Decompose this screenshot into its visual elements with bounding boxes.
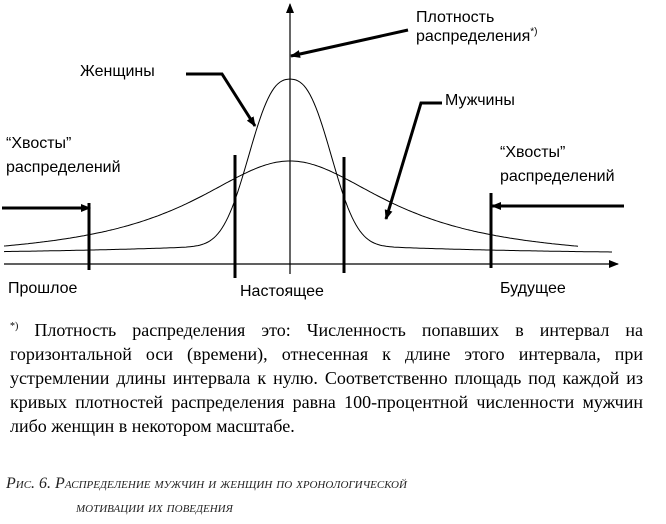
men-curve bbox=[3, 160, 579, 247]
density-footnote-marker: *) bbox=[530, 26, 538, 38]
present-label: Настоящее bbox=[240, 283, 324, 300]
right-tails-label-line1: “Хвосты” bbox=[500, 144, 566, 161]
figure-caption: Рис. 6. Распределение мужчин и женщин по… bbox=[6, 472, 646, 520]
women-label: Женщины bbox=[80, 63, 155, 80]
footnote-marker: *) bbox=[10, 321, 19, 332]
caption-line1: Рис. 6. Распределение мужчин и женщин по… bbox=[6, 475, 407, 492]
distribution-diagram bbox=[2, 3, 624, 278]
future-label: Будущее bbox=[500, 280, 566, 297]
footnote: *) Плотность распределения это: Численно… bbox=[10, 318, 643, 438]
right-tails-label-line2: распределений bbox=[500, 168, 615, 185]
women-curve bbox=[3, 78, 612, 253]
men-label: Мужчины bbox=[445, 92, 515, 109]
footnote-text: Плотность распределения это: Численность… bbox=[10, 320, 644, 436]
right-tails-label: “Хвосты” распределений bbox=[500, 141, 615, 189]
left-tails-label-line1: “Хвосты” bbox=[6, 135, 72, 152]
past-label: Прошлое bbox=[8, 280, 78, 297]
density-label-line2: распределения bbox=[416, 28, 531, 45]
men-pointer-arrow bbox=[384, 101, 442, 220]
density-label: Плотность распределения*) bbox=[416, 8, 538, 46]
density-label-line1: Плотность bbox=[416, 9, 495, 26]
women-pointer-arrow bbox=[186, 72, 257, 127]
left-tails-label-line2: распределений bbox=[6, 159, 121, 176]
caption-line2: мотивации их поведения bbox=[76, 499, 233, 516]
density-pointer-arrow bbox=[290, 28, 409, 58]
left-tails-label: “Хвосты” распределений bbox=[6, 132, 121, 180]
